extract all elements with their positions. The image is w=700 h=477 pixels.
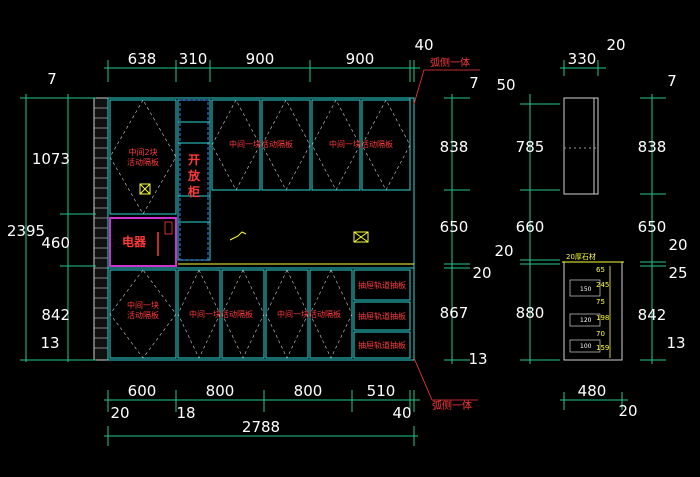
sr-838: 838 — [638, 138, 667, 156]
dd-3: 75 — [596, 298, 605, 306]
note-bottom: 弧侧一体 — [432, 399, 472, 412]
upper-panel-label-1: 中间一块活动隔板 — [229, 139, 293, 149]
dd-5: 70 — [596, 330, 605, 338]
sec-dim-20: 20 — [494, 242, 513, 260]
section-dimensions: 50 785 660 20 880 — [494, 76, 560, 364]
front-elevation: 中间2块活动隔板 电器 开 放 柜 — [93, 56, 480, 412]
right-dim-838: 838 — [440, 138, 469, 156]
upper-doors: 中间一块活动隔板 中间一块活动隔板 — [211, 99, 411, 191]
open-cabinet-char-3: 柜 — [187, 184, 200, 199]
drawer-dims: 65 245 75 198 70 159 — [596, 266, 611, 358]
faucet-symbol — [229, 231, 247, 241]
sr-20: 20 — [668, 236, 687, 254]
side-top-dimensions: 330 20 — [560, 36, 626, 76]
drawer-box-2: 120 — [580, 317, 592, 324]
top-dim-3: 900 — [246, 50, 275, 68]
bottom-dim-2: 800 — [206, 382, 235, 400]
drawer-label-1: 抽屉轨道抽板 — [358, 280, 406, 290]
sr-13: 13 — [666, 334, 685, 352]
bottom-dim-5: 40 — [392, 404, 411, 422]
open-cabinet: 开 放 柜 — [177, 99, 211, 261]
note-top: 弧侧一体 — [430, 56, 470, 69]
top-dim-5: 40 — [414, 36, 433, 54]
side-bottom-dimensions: 480 20 — [560, 382, 638, 420]
stone-label: 20厚石材 — [566, 252, 596, 261]
sec-dim-660: 660 — [516, 218, 545, 236]
side-bottom-20: 20 — [618, 402, 637, 420]
drawers: 抽屉轨道抽板 抽屉轨道抽板 抽屉轨道抽板 — [353, 269, 411, 359]
side-section: 20厚石材 150 120 100 65 245 75 198 70 159 — [562, 97, 624, 361]
sec-dim-880: 880 — [516, 304, 545, 322]
bottom-dim-small-1: 20 — [110, 404, 129, 422]
front-left-dimensions: 7 1073 2395 460 842 13 — [7, 70, 96, 362]
left-dim-460: 460 — [41, 234, 70, 252]
drawer-label-3: 抽屉轨道抽板 — [358, 340, 406, 350]
left-dim-13: 13 — [40, 334, 59, 352]
front-right-dimensions: 7 838 650 20 867 13 — [440, 74, 492, 368]
total-width: 2788 — [242, 418, 280, 436]
drawer-label-2: 抽屉轨道抽板 — [358, 311, 406, 321]
right-dim-7: 7 — [469, 74, 479, 92]
side-top-330: 330 — [568, 50, 597, 68]
right-dim-20: 20 — [472, 264, 491, 282]
front-top-dimensions: 638 310 900 900 40 — [104, 36, 434, 82]
appliance-box: 电器 — [109, 217, 177, 267]
lower-doors: 中间一块活动隔板 中间一块活动隔板 — [177, 269, 353, 359]
lower-left-door-label: 中间一块活动隔板 — [127, 300, 159, 320]
dd-4: 198 — [596, 314, 609, 322]
top-dim-1: 638 — [128, 50, 157, 68]
arc-side-note-top: 弧侧一体 — [413, 56, 480, 105]
sr-7: 7 — [667, 72, 677, 90]
dd-1: 65 — [596, 266, 605, 274]
lower-left-door: 中间一块活动隔板 — [109, 269, 177, 359]
front-bottom-dimensions: 600 800 800 510 40 20 18 2788 — [104, 382, 420, 446]
top-dim-4: 900 — [346, 50, 375, 68]
upper-left-door-label: 中间2块活动隔板 — [127, 147, 159, 167]
drawer-box-3: 100 — [580, 343, 592, 350]
sec-dim-785: 785 — [516, 138, 545, 156]
open-cabinet-char-2: 放 — [187, 168, 201, 183]
side-drawers: 150 120 100 — [569, 279, 601, 353]
open-cabinet-char-1: 开 — [188, 153, 200, 167]
right-dim-650: 650 — [440, 218, 469, 236]
lower-panel-label-1: 中间一块活动隔板 — [189, 309, 253, 319]
sr-842: 842 — [638, 306, 667, 324]
arc-side-note-bottom: 弧侧一体 — [413, 357, 478, 412]
bottom-dim-small-2: 18 — [176, 404, 195, 422]
sec-dim-50: 50 — [496, 76, 515, 94]
dd-2: 245 — [596, 281, 609, 289]
lower-panel-label-2: 中间一块活动隔板 — [277, 309, 341, 319]
side-bottom-480: 480 — [578, 382, 607, 400]
right-dim-13: 13 — [468, 350, 487, 368]
brick-wall — [93, 97, 109, 361]
right-dim-867: 867 — [440, 304, 469, 322]
left-dim-1073: 1073 — [32, 150, 70, 168]
side-top-20: 20 — [606, 36, 625, 54]
dd-6: 159 — [596, 344, 609, 352]
sr-25: 25 — [668, 264, 687, 282]
upper-left-door: 中间2块活动隔板 — [109, 99, 177, 215]
bottom-dim-3: 800 — [294, 382, 323, 400]
drawer-box-1: 150 — [580, 286, 592, 293]
bottom-dim-4: 510 — [367, 382, 396, 400]
sr-650: 650 — [638, 218, 667, 236]
appliance-label: 电器 — [122, 234, 147, 249]
left-dim-842: 842 — [41, 306, 70, 324]
upper-panel-label-2: 中间一块活动隔板 — [329, 139, 393, 149]
bottom-dim-1: 600 — [128, 382, 157, 400]
left-dim-2395: 2395 — [7, 222, 45, 240]
side-right-dimensions: 7 838 650 20 25 842 13 — [638, 72, 688, 364]
left-dim-7: 7 — [47, 70, 57, 88]
top-dim-2: 310 — [179, 50, 208, 68]
